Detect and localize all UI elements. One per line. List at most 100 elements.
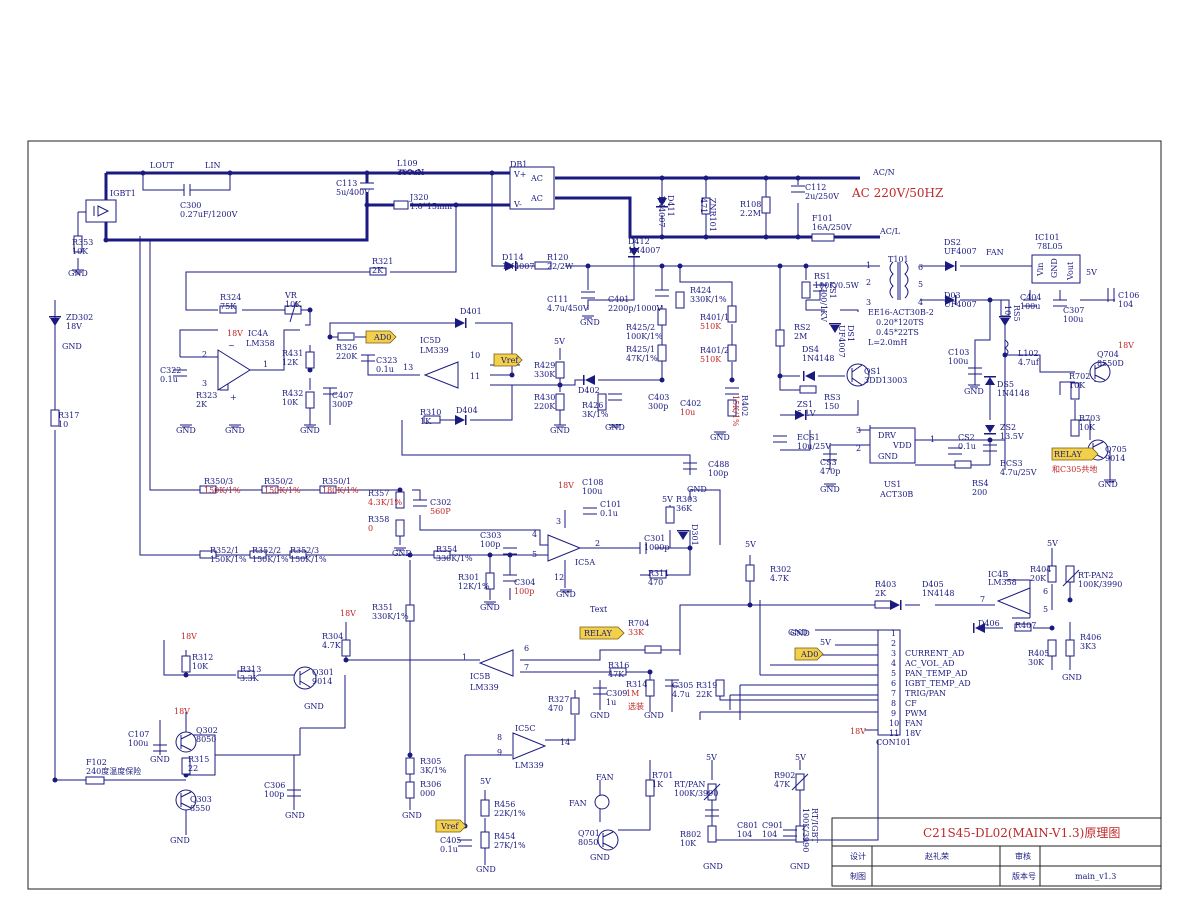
component-ref: R402 xyxy=(740,395,749,416)
component-ref: R350/2 xyxy=(264,477,293,486)
component-ref: D301 xyxy=(690,524,699,546)
component-ref: R802 xyxy=(680,830,701,839)
port-fan-1: FAN xyxy=(986,248,1004,257)
component-ref: D402 xyxy=(578,386,600,395)
relay-note: 和C305共地 xyxy=(1052,464,1097,474)
gnd-label-9: GND xyxy=(710,433,730,442)
gnd-label-7: GND xyxy=(550,426,570,435)
component-ref: DS5 xyxy=(997,380,1014,389)
component-value: 3K/1% xyxy=(582,410,609,419)
component-value: 300P xyxy=(332,400,353,409)
connector-con101 xyxy=(877,629,901,736)
component-value: 2K xyxy=(196,400,208,409)
act30-drv: DRV xyxy=(878,431,896,440)
ic5c-part: LM339 xyxy=(515,761,544,770)
design-label: 设计 xyxy=(850,851,866,861)
component-value: 240度温度保险 xyxy=(86,766,141,776)
component-value: 1K xyxy=(420,417,432,426)
component-ref: R350/3 xyxy=(204,477,233,486)
component-ref: C113 xyxy=(336,179,357,188)
designer-name: 赵礼荣 xyxy=(925,851,949,861)
component-ref: Q301 xyxy=(312,668,334,677)
t101-w2: 0.45*22TS xyxy=(876,328,919,337)
component-value: 30K xyxy=(1028,658,1045,667)
gnd-label-16: GND xyxy=(1098,480,1118,489)
bridge-db1 xyxy=(509,166,555,210)
junction-dots xyxy=(52,170,1073,829)
ic4a-gnd-mark: + xyxy=(230,393,237,402)
component-value: 2200p/1000V xyxy=(608,304,663,313)
component-value: 4.7K xyxy=(322,641,342,650)
component-value: 510K xyxy=(700,322,722,331)
ic4a-part: LM358 xyxy=(246,339,275,348)
component-ref: C403 xyxy=(648,393,669,402)
ic4a-inv-mark: ~ xyxy=(228,341,235,350)
port-lout: LOUT xyxy=(150,161,175,170)
port-relay-2: RELAY xyxy=(1054,450,1083,459)
con-sig-18v: 18V xyxy=(905,729,921,738)
component-value: 470p xyxy=(820,467,840,476)
component-ref: R321 xyxy=(372,257,393,266)
component-value: 22K/1% xyxy=(494,809,526,818)
component-value: 4.7u/450V xyxy=(547,304,589,313)
con101-gnd: GND xyxy=(790,629,810,638)
component-value: 3K/1% xyxy=(420,766,447,775)
igbt1-symbol xyxy=(85,199,117,223)
component-ref: DS4 xyxy=(802,345,819,354)
component-value: 36K xyxy=(676,504,693,513)
bridge-vplus: V+ xyxy=(513,170,526,179)
v18-label-3: 18V xyxy=(558,481,574,490)
component-value: 12K xyxy=(282,358,299,367)
text-note: Text xyxy=(590,605,608,614)
component-value: 2M xyxy=(794,332,807,341)
component-value: 10 xyxy=(1003,305,1012,315)
component-ref: Q704 xyxy=(1097,350,1119,359)
port-ad0-1: AD0 xyxy=(373,333,391,342)
ic5c-ref: IC5C xyxy=(515,724,536,733)
v5-label-2: 5V xyxy=(1086,268,1097,277)
t101-spec: EE16-ACT30B-2 xyxy=(868,308,934,317)
component-value: 150K/1% xyxy=(290,555,327,564)
component-ref: R704 xyxy=(628,619,649,628)
ic4a-pin1: 1 xyxy=(263,360,268,369)
component-ref: C401 xyxy=(608,295,629,304)
component-value: 000 xyxy=(420,789,435,798)
component-value: 470 xyxy=(548,704,563,713)
con-sig-igbttemp: IGBT_TEMP_AD xyxy=(905,679,971,688)
con-pin-1: 1 xyxy=(891,629,896,638)
component-ref: R302 xyxy=(770,565,791,574)
component-ref: RS2 xyxy=(794,323,811,332)
component-value: 47K/1% xyxy=(626,354,658,363)
ic5b-ref: IC5B xyxy=(470,672,490,681)
component-value: 330K xyxy=(534,370,556,379)
ic5b-pin6: 6 xyxy=(524,644,529,653)
v18-label-1: 18V xyxy=(227,329,243,338)
component-ref: C407 xyxy=(332,391,353,400)
component-value: 1000p xyxy=(644,543,669,552)
ic101-ref: IC101 xyxy=(1035,233,1060,242)
component-value: UF4007 xyxy=(837,325,846,358)
component-ref: R314 xyxy=(626,680,647,689)
component-ref: R902 xyxy=(774,771,795,780)
component-value: 100K/3990 xyxy=(1078,580,1122,589)
component-ref: RT/PAN xyxy=(674,780,705,789)
component-value: 4.7u xyxy=(672,690,690,699)
component-ref: R702 xyxy=(1069,372,1090,381)
port-fan-2: FAN xyxy=(596,773,614,782)
ic5b-pin7: 7 xyxy=(524,663,529,672)
component-value: 104 xyxy=(737,830,752,839)
component-ref: R404 xyxy=(1030,565,1051,574)
gnd-label-29: GND xyxy=(790,862,810,871)
component-value: 3DD13003 xyxy=(864,376,907,385)
component-ref: D412 xyxy=(628,237,650,246)
component-ref: R317 xyxy=(58,411,79,420)
component-ref: C305 xyxy=(672,681,693,690)
gnd-label-20: GND xyxy=(644,711,664,720)
drawing-frame xyxy=(27,140,1162,890)
component-ref: R354 xyxy=(436,545,457,554)
component-ref: CS3 xyxy=(820,458,837,467)
component-value: 0.1u xyxy=(376,365,394,374)
component-ref: R406 xyxy=(1080,633,1101,642)
component-ref: R120 xyxy=(547,253,568,262)
component-ref: DS2 xyxy=(944,238,961,247)
